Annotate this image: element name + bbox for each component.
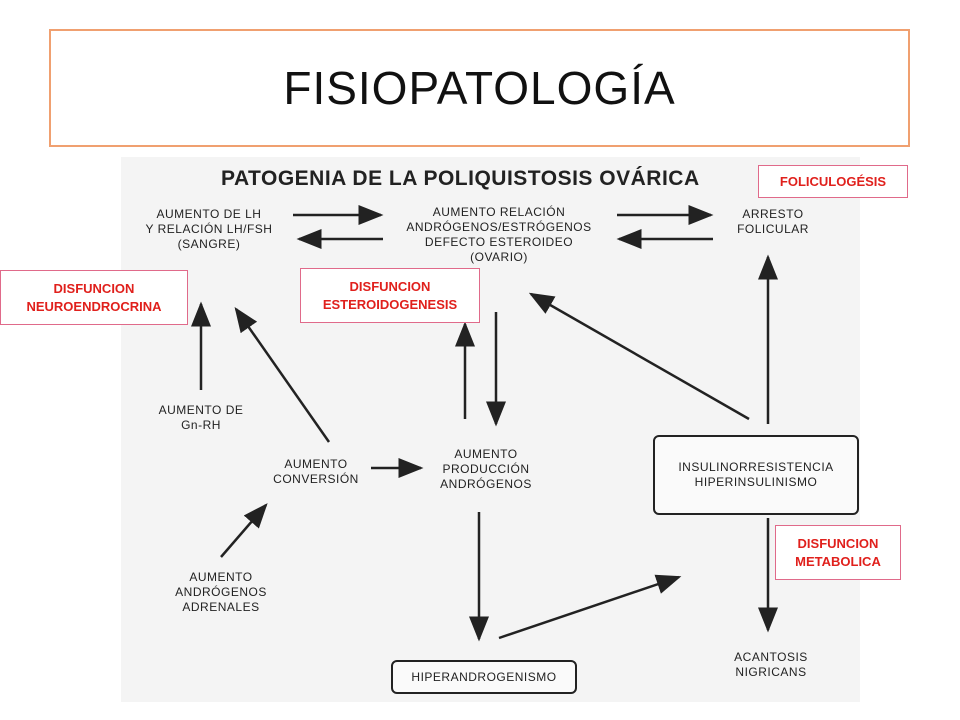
node-gnrh: AUMENTO DE Gn-RH bbox=[158, 403, 244, 432]
node-hyperandro: HIPERANDROGENISMO bbox=[391, 660, 577, 694]
label-foliculogenesis: FOLICULOGÉSIS bbox=[758, 165, 908, 198]
node-insulin: INSULINORRESISTENCIA HIPERINSULINISMO bbox=[653, 435, 859, 515]
arrow-conversion-to-lh bbox=[234, 306, 331, 443]
node-conversion: AUMENTO CONVERSIÓN bbox=[273, 457, 359, 486]
diagram-heading: PATOGENIA DE LA POLIQUISTOSIS OVÁRICA bbox=[221, 167, 700, 190]
slide-title: FISIOPATOLOGÍA bbox=[283, 62, 676, 114]
label-steroidogenesis: DISFUNCION ESTEROIDOGENESIS bbox=[300, 268, 480, 323]
pathogenesis-diagram: PATOGENIA DE LA POLIQUISTOSIS OVÁRICA AU… bbox=[121, 157, 860, 702]
diagram-arrows bbox=[191, 205, 778, 642]
label-neuroendocrine: DISFUNCION NEUROENDROCRINA bbox=[0, 270, 188, 325]
arrow-insulin-to-ratio bbox=[528, 292, 750, 421]
node-ratio: AUMENTO RELACIÓN ANDRÓGENOS/ESTRÓGENOS D… bbox=[406, 205, 592, 264]
node-production: AUMENTO PRODUCCIÓN ANDRÓGENOS bbox=[440, 447, 532, 491]
label-metabolic: DISFUNCION METABOLICA bbox=[775, 525, 901, 580]
node-acanthosis: ACANTOSIS NIGRICANS bbox=[734, 650, 808, 679]
arrow-hyperandro-to-insulin bbox=[498, 574, 682, 640]
node-arrest: ARRESTO FOLICULAR bbox=[737, 207, 809, 236]
arrow-adrenal-to-conversion bbox=[220, 503, 268, 558]
node-adrenal: AUMENTO ANDRÓGENOS ADRENALES bbox=[175, 570, 267, 614]
node-lh: AUMENTO DE LH Y RELACIÓN LH/FSH (SANGRE) bbox=[145, 207, 273, 251]
title-box: FISIOPATOLOGÍA bbox=[49, 29, 910, 147]
